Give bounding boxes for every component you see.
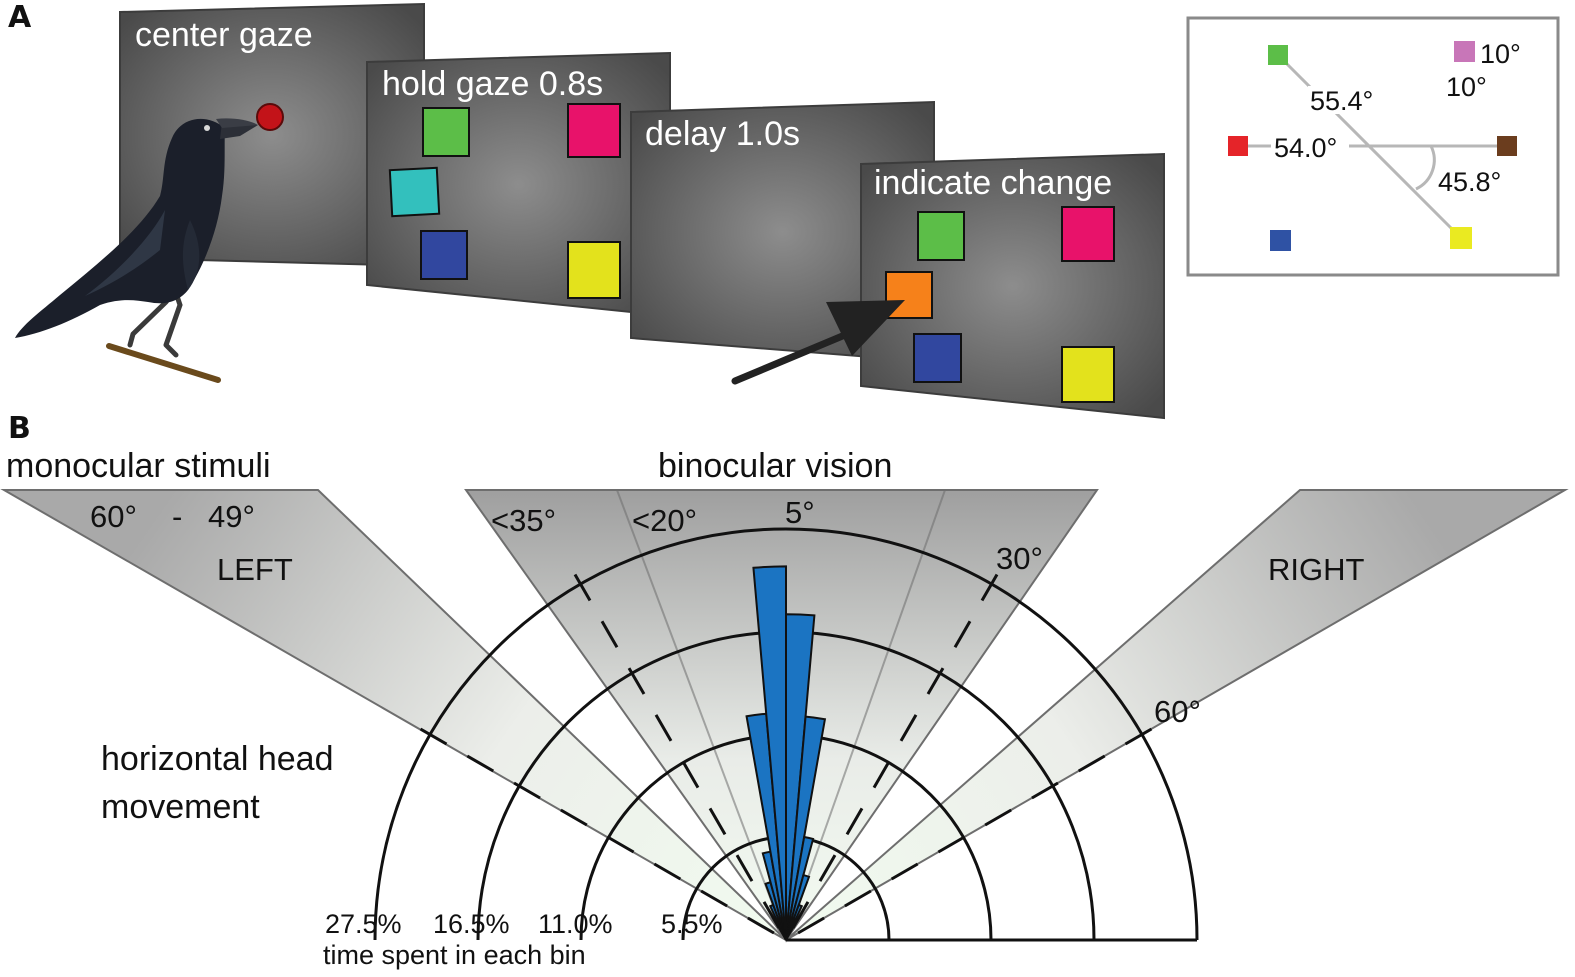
ring-label-27-5: 27.5% <box>325 909 402 939</box>
inset-square-blue <box>1270 230 1291 251</box>
test-stimulus-blue <box>913 333 962 383</box>
binocular-vision-title: binocular vision <box>658 447 892 485</box>
screen-hold-gaze: hold gaze 0.8s <box>366 51 671 318</box>
polar-grid <box>373 527 1199 942</box>
histogram-bar-12 <box>785 918 799 941</box>
polar-ring-4 <box>373 527 1199 941</box>
inset-square-pink <box>1454 41 1475 62</box>
right-label: RIGHT <box>1268 552 1365 587</box>
polar-histogram-bars <box>745 565 827 941</box>
binocular-label-5: 5° <box>785 495 815 530</box>
ring-label-11-0: 11.0% <box>538 909 613 939</box>
inset-square-brown <box>1497 136 1517 156</box>
screen-indicate-change: indicate change <box>860 152 1165 420</box>
fixation-dot <box>256 103 284 131</box>
inset-angle-horizontal: 54.0° <box>1274 133 1337 163</box>
test-stimulus-green <box>917 211 965 261</box>
screen-delay-label: delay 1.0s <box>645 115 800 153</box>
panel-a-letter: A <box>8 0 32 35</box>
ring-label-5-5: 5.5% <box>661 909 723 939</box>
inset-square-yellow <box>1450 227 1472 249</box>
histogram-bar-6 <box>752 565 787 941</box>
stimulus-yellow <box>567 241 621 299</box>
crow-illustration <box>15 118 258 383</box>
angle-label-30: 30° <box>996 541 1043 576</box>
stimulus-magenta <box>567 103 621 158</box>
stimulus-blue <box>420 230 468 280</box>
test-stimulus-yellow <box>1061 346 1115 403</box>
screen-center-gaze-label: center gaze <box>135 16 313 54</box>
monocular-range-end: 49° <box>208 499 255 534</box>
monocular-stimuli-title: monocular stimuli <box>6 447 271 485</box>
inset-square-green <box>1268 45 1288 65</box>
inset-square-red <box>1228 136 1248 156</box>
angle-label-60: 60° <box>1154 694 1201 729</box>
polar-spoke-right-30 <box>791 566 1003 929</box>
inset-size-label-v: 10° <box>1446 72 1487 102</box>
monocular-left-wedge <box>0 489 787 941</box>
inset-size-label-h: 10° <box>1480 39 1521 69</box>
stimulus-cyan <box>388 166 441 218</box>
stimulus-layout-inset: 10° 10° 55.4° 54.0° 45.8° <box>1186 16 1560 277</box>
stimulus-green <box>422 107 470 157</box>
panel-b-letter: B <box>8 411 31 446</box>
head-movement-label-line2: movement <box>101 788 260 826</box>
head-movement-label-line1: horizontal head <box>101 740 334 778</box>
binocular-label-20: <20° <box>632 503 697 538</box>
polar-spoke-left-60 <box>412 723 775 935</box>
monocular-right-wedge <box>785 489 1569 941</box>
left-label: LEFT <box>217 552 293 587</box>
polar-spoke-left-30 <box>569 566 781 929</box>
inset-angle-diagonal: 55.4° <box>1310 86 1373 116</box>
response-arrow-icon <box>731 300 905 385</box>
monocular-range-dash: - <box>172 499 182 534</box>
screen-indicate-change-label: indicate change <box>874 164 1112 202</box>
screen-hold-gaze-label: hold gaze 0.8s <box>382 65 603 103</box>
axis-title: time spent in each bin <box>323 940 586 970</box>
binocular-label-35: <35° <box>491 503 556 538</box>
ring-label-16-5: 16.5% <box>433 909 510 939</box>
test-stimulus-magenta <box>1061 206 1115 262</box>
monocular-range-start: 60° <box>90 499 137 534</box>
polar-spoke-right-60 <box>797 723 1160 935</box>
inset-angle-between: 45.8° <box>1438 167 1501 197</box>
